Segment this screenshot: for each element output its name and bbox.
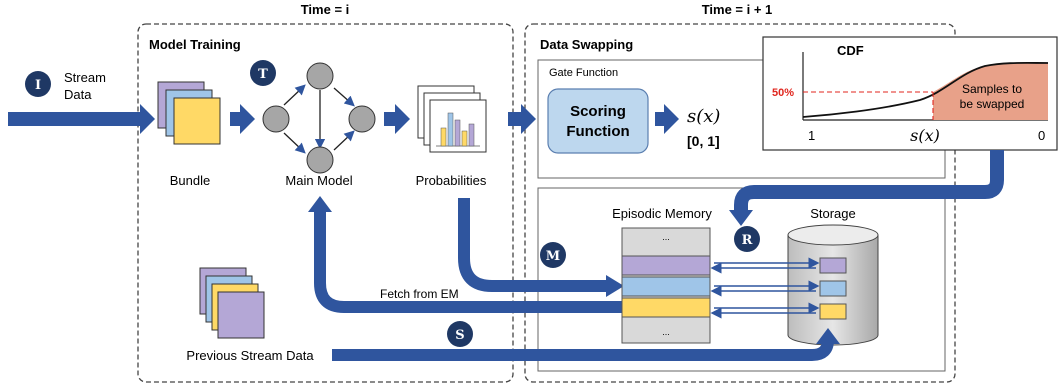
memory-badge bbox=[540, 242, 566, 268]
previous-to-storage-arrowhead bbox=[816, 328, 840, 344]
score-symbol: s(x) bbox=[687, 106, 720, 127]
fetch-from-em-arrow bbox=[314, 210, 622, 313]
cdf-x-left: 1 bbox=[808, 128, 815, 143]
time-label-right: Time = i + 1 bbox=[702, 2, 773, 17]
cdf-threshold-label: 50% bbox=[772, 87, 794, 99]
swap-badge-label: S bbox=[455, 328, 464, 343]
stream-input-arrow bbox=[8, 104, 155, 134]
time-label-left: Time = i bbox=[301, 2, 350, 17]
episodic-memory-label: Episodic Memory bbox=[612, 206, 712, 221]
fetch-from-em-arrowhead bbox=[308, 196, 332, 212]
bundle-stack: ... bbox=[157, 81, 221, 145]
previous-stream-stack: ... bbox=[199, 267, 265, 339]
probabilities-stack: ... bbox=[417, 85, 487, 153]
gate-function-title: Gate Function bbox=[549, 67, 618, 79]
exchange-arrows bbox=[710, 257, 820, 319]
memory-slot-purple bbox=[621, 255, 711, 276]
input-badge-label: I bbox=[35, 78, 41, 93]
memory-badge-label: M bbox=[546, 249, 560, 264]
main-flow-arrows bbox=[8, 104, 679, 134]
replace-badge-label: R bbox=[742, 233, 753, 248]
memory-slot-yellow bbox=[621, 297, 711, 318]
scoring-function-label-1: Scoring bbox=[570, 103, 626, 120]
cdf-curve bbox=[802, 61, 1049, 118]
memory-slot-blue bbox=[621, 276, 711, 297]
bundle-to-model-arrow bbox=[230, 104, 255, 134]
stream-data-label-2: Data bbox=[64, 87, 92, 102]
storage-cylinder bbox=[787, 224, 879, 346]
scoring-to-score-arrow bbox=[655, 104, 679, 134]
bundle-label: Bundle bbox=[170, 173, 210, 188]
model-node-left bbox=[262, 105, 290, 133]
model-training-section bbox=[137, 23, 514, 383]
data-swapping-section bbox=[524, 23, 956, 383]
swap-request-arrowhead bbox=[729, 210, 753, 226]
input-badge bbox=[25, 71, 51, 97]
episodic-memory-stack: ... ... bbox=[621, 227, 711, 344]
cdf-title: CDF bbox=[837, 43, 864, 58]
write-memory-arrowhead bbox=[606, 275, 624, 297]
model-to-probabilities-arrow bbox=[384, 104, 410, 134]
model-node-bottom bbox=[306, 146, 334, 174]
memory-ellipsis-bottom: ... bbox=[662, 327, 670, 337]
stream-data-label-1: Stream bbox=[64, 70, 106, 85]
probabilities-label: Probabilities bbox=[416, 173, 487, 188]
scoring-function-box bbox=[547, 88, 649, 154]
storage-label: Storage bbox=[810, 206, 856, 221]
cdf-region-label-1: Samples to bbox=[962, 82, 1022, 96]
replace-badge bbox=[734, 226, 760, 252]
cdf-x-mid: s(x) bbox=[910, 126, 940, 145]
probabilities-to-scoring-arrow bbox=[508, 104, 536, 134]
train-badge-label: T bbox=[258, 67, 268, 82]
main-model-graph bbox=[262, 62, 376, 174]
cdf-x-right: 0 bbox=[1038, 128, 1045, 143]
probabilities-ellipsis: ... bbox=[442, 86, 450, 96]
write-memory-arrow bbox=[458, 198, 610, 292]
previous-stream-label: Previous Stream Data bbox=[186, 348, 314, 363]
cdf-panel: CDF 50% Samples to be swapped 1 s(x) 0 bbox=[762, 36, 1058, 151]
model-node-top bbox=[306, 62, 334, 90]
swap-request-arrow bbox=[734, 150, 1004, 212]
storage-item-purple bbox=[819, 257, 847, 274]
scoring-function-label-2: Function bbox=[566, 123, 629, 140]
score-range: [0, 1] bbox=[687, 133, 720, 149]
model-training-title: Model Training bbox=[149, 37, 241, 52]
fetch-from-em-label: Fetch from EM bbox=[380, 287, 459, 301]
storage-item-yellow bbox=[819, 303, 847, 320]
model-node-right bbox=[348, 105, 376, 133]
main-model-label: Main Model bbox=[285, 173, 352, 188]
data-swapping-title: Data Swapping bbox=[540, 37, 633, 52]
swap-badge bbox=[447, 321, 473, 347]
storage-item-blue bbox=[819, 280, 847, 297]
cdf-region-label-2: be swapped bbox=[960, 97, 1025, 111]
train-badge bbox=[250, 60, 276, 86]
memory-ellipsis-top: ... bbox=[662, 232, 670, 242]
